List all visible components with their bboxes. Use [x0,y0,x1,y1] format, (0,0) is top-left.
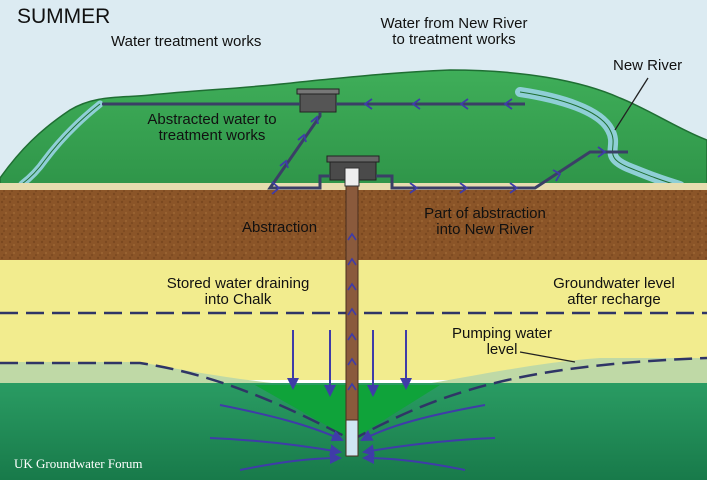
label-part-of-abstraction-line2: into New River [436,220,534,238]
label-abstraction: Abstraction [242,219,318,236]
label-water-treatment-works: Water treatment works [111,33,262,50]
abstraction-to-river-arrows [409,146,607,194]
label-pumping-water-level-line2: level [486,340,518,358]
label-pumping-water-level: Pumping water level [438,326,566,358]
label-abstracted-water-line1: Abstracted water to [147,111,277,128]
hill [0,69,707,187]
label-pumping-water-level-line1: Pumping water [451,325,553,342]
label-stored-water-line1: Stored water draining [166,275,310,292]
credit-text: UK Groundwater Forum [14,456,143,471]
label-abstracted-water: Abstracted water to treatment works [124,112,300,144]
pumping-level-leader [519,351,576,363]
abstraction-to-river-pipe [376,150,628,190]
new-river-leader [614,77,649,131]
borehole-upflow-arrows [347,232,357,391]
abstraction-to-works-pipe [267,112,330,190]
label-stored-water-line2: into Chalk [204,290,272,308]
label-new-river: New River [613,57,683,74]
label-part-of-abstraction: Part of abstraction into New River [402,206,568,238]
label-water-from-new-river-line1: Water from New River [380,15,528,32]
flow-arrows [209,404,496,471]
abstraction-to-works-arrows [271,115,319,195]
label-groundwater-level-line1: Groundwater level [553,275,675,292]
label-water-from-new-river-line2: to treatment works [392,30,516,48]
diagram-title: SUMMER [17,5,111,28]
drainage-arrows [287,330,412,397]
label-groundwater-level-line2: after recharge [567,290,661,308]
well-screen [345,419,359,457]
label-part-of-abstraction-line1: Part of abstraction [424,205,546,222]
pumping-water-level-line [0,356,707,442]
unsaturated-band [0,358,707,390]
label-water-from-new-river: Water from New River to treatment works [356,16,552,48]
treatment-works-building [299,91,337,113]
label-stored-water: Stored water draining into Chalk [140,276,336,308]
treatment-works-roof [296,88,340,95]
label-groundwater-level: Groundwater level after recharge [536,276,692,308]
wellhead-pipe [344,167,360,187]
label-abstracted-water-line2: treatment works [158,126,266,144]
wellhead-roof [326,155,380,163]
river-to-works-arrows [363,98,513,110]
